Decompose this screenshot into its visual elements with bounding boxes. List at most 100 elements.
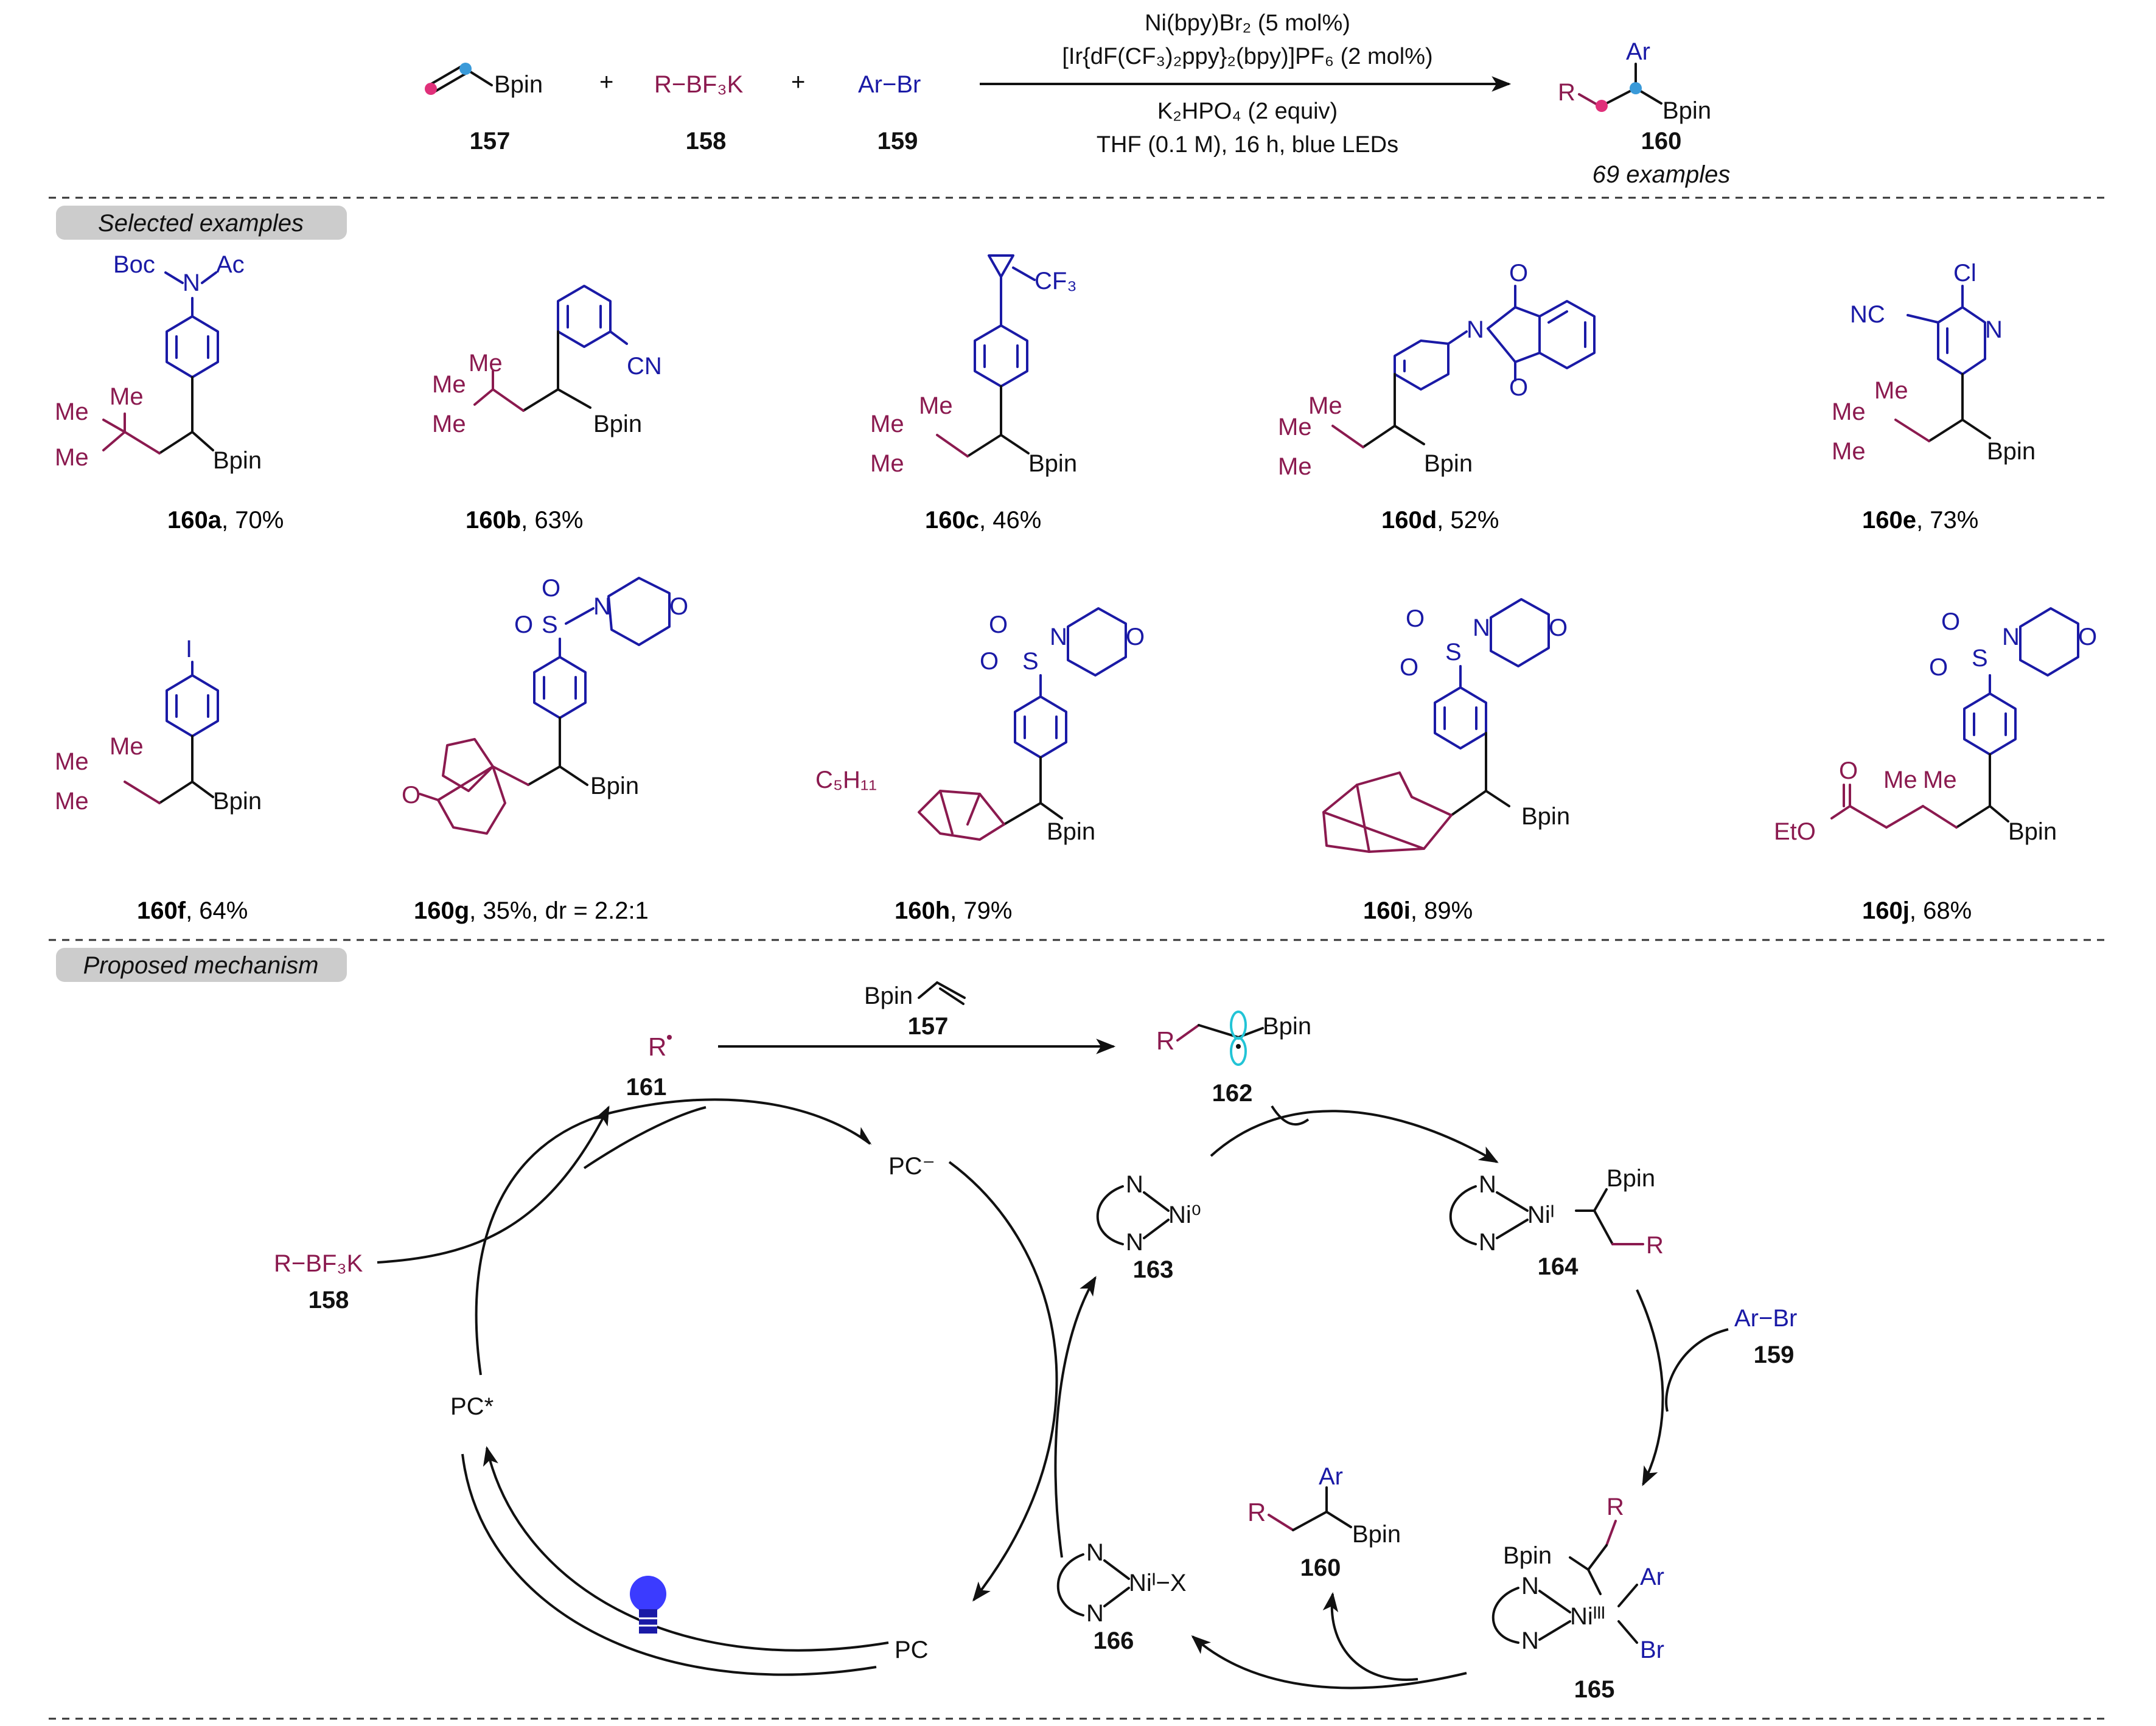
ar-label: Ar	[1626, 38, 1650, 65]
compound-id: 160a	[167, 507, 222, 534]
example-caption: 160j, 68%	[1862, 897, 1972, 924]
morpholine-nitrogen-label: N	[2002, 624, 2020, 650]
compound-number: 157	[908, 1013, 949, 1040]
excitation-arc	[483, 1446, 889, 1652]
nitrogen-label: N	[1126, 1229, 1143, 1256]
morpholine-ring	[1490, 598, 1550, 667]
nitrogen-label: N	[1479, 1171, 1496, 1198]
ac-label: Ac	[216, 251, 245, 278]
morpholine-oxygen-label: O	[669, 593, 688, 620]
example-caption: 160i, 89%	[1363, 897, 1473, 924]
methyl-label: Me	[55, 398, 89, 425]
p-orbital-lower	[1230, 1037, 1247, 1066]
aryl-bromide-formula: Ar−Br	[858, 71, 921, 98]
section-header-pill	[56, 206, 347, 240]
oxidative-addition-arrow	[1636, 1289, 1664, 1486]
bpin-label: Bpin	[593, 411, 642, 437]
sulfonyl-oxygen-label: O	[1406, 605, 1425, 632]
alkyl-radical-162: R Bpin 162	[1156, 1011, 1311, 1107]
methyl-label: Me	[870, 411, 904, 437]
radical-entry-arc	[1271, 1105, 1310, 1126]
methyl-label: Me	[1308, 392, 1342, 419]
compound-number: 165	[1574, 1676, 1615, 1703]
alkyl-radical-label: R	[648, 1032, 666, 1061]
ni-i-complex-164: N N Niᴵ Bpin R 164	[1449, 1165, 1664, 1280]
cyclopropane-ring	[988, 254, 1014, 278]
radical-capture-arrow	[1210, 1110, 1499, 1163]
compound-number: 163	[1133, 1256, 1174, 1283]
benzene-ring	[1963, 692, 2017, 756]
section-header-pill	[56, 948, 347, 982]
methyl-label: Me	[1832, 438, 1866, 465]
example-160h: O S O N O C₅H₁₁ Bpin 160h, 79%	[815, 607, 1145, 924]
ethoxy-label: EtO	[1774, 818, 1816, 845]
bpin-label: Bpin	[1987, 438, 2036, 465]
morpholine-nitrogen-label: N	[1050, 624, 1067, 650]
example-caption: 160b, 63%	[466, 507, 583, 534]
reduced-photocatalyst-label: PC⁻	[888, 1153, 935, 1180]
methyl-label: Me	[110, 733, 144, 760]
benzene-ring	[974, 324, 1028, 388]
oxygen-label: O	[1509, 260, 1528, 287]
methyl-label: Me	[432, 371, 466, 398]
p-orbital-upper	[1230, 1011, 1247, 1040]
sulfonyl-oxygen-label: O	[1941, 608, 1960, 635]
compound-id: 160e	[1862, 507, 1916, 534]
morpholine-ring	[607, 577, 671, 646]
example-160c: CF₃ Me Me Me Bpin 160c, 46%	[870, 254, 1077, 534]
methyl-label: Me	[1883, 767, 1917, 793]
bpin-label: Bpin	[1662, 97, 1711, 124]
aryl-bromide-entry-arc	[1665, 1328, 1729, 1412]
radical-dot	[1236, 1044, 1241, 1049]
product-160-mechanism: R Ar Bpin 160	[1247, 1463, 1401, 1581]
compound-id: 160f	[137, 897, 186, 924]
selected-examples-header: Selected examples	[98, 210, 304, 237]
imide-ring	[1487, 306, 1541, 363]
compound-id: 160j	[1862, 897, 1910, 924]
methyl-label: Me	[55, 748, 89, 775]
boc-label: Boc	[113, 251, 155, 278]
r-group-label: R	[1646, 1232, 1664, 1259]
nitrogen-label: N	[1126, 1171, 1143, 1198]
bpin-label: Bpin	[1047, 818, 1095, 845]
nitrile-label: NC	[1850, 301, 1885, 328]
ni-i-halide-166: N N Niᴵ−X 166	[1056, 1539, 1187, 1654]
alkene-terminus-marker	[425, 83, 437, 95]
iodo-label: I	[186, 636, 192, 663]
example-160g: O S O N O O Bpin 160g, 35%, dr = 2.2:1	[402, 575, 688, 924]
sulfonyl-oxygen-label: O	[542, 575, 560, 602]
general-reaction: Bpin 157 + R−BF₃K 158 + Ar−Br 159 Ni(bpy…	[425, 10, 1730, 188]
example-caption: 160a, 70%	[167, 507, 284, 534]
morpholine-oxygen-label: O	[1549, 614, 1568, 641]
yield: , 63%	[521, 507, 583, 534]
bpin-label: Bpin	[494, 71, 543, 98]
yield: , 46%	[979, 507, 1041, 534]
nitrile-label: CN	[627, 353, 662, 380]
aryl-bromide-label: Ar−Br	[1734, 1305, 1797, 1332]
example-160i: O S O N O Bpin 160i, 89%	[1322, 598, 1570, 924]
yield: , 73%	[1916, 507, 1978, 534]
yield: , 70%	[222, 507, 284, 534]
r-group-label: R	[1156, 1026, 1174, 1055]
benzene-ring	[1538, 300, 1596, 369]
radical-release-arc	[377, 1105, 610, 1264]
bpin-label: Bpin	[1521, 803, 1570, 830]
pc-reduction-arc	[948, 1161, 1058, 1602]
catalyst-line: Ni(bpy)Br₂ (5 mol%)	[1145, 10, 1350, 36]
alkene-internal-marker	[459, 63, 472, 75]
yield: , 52%	[1437, 507, 1499, 534]
vinyl-bpin-157: Bpin 157	[425, 63, 543, 155]
base-line: K₂HPO₄ (2 equiv)	[1157, 99, 1338, 124]
methyl-label: Me	[1832, 398, 1866, 425]
bpin-label: Bpin	[213, 447, 262, 474]
example-caption: 160e, 73%	[1862, 507, 1978, 534]
methyl-label: Me	[1874, 377, 1908, 404]
nitrogen-label: N	[1467, 316, 1484, 343]
methyl-label: Me	[110, 383, 144, 410]
example-caption: 160c, 46%	[925, 507, 1041, 534]
plus-sign: +	[791, 69, 805, 96]
trifluoroborate-label: R−BF₃K	[274, 1250, 363, 1277]
benzene-ring	[557, 285, 612, 348]
morpholine-ring	[2019, 607, 2079, 677]
sensitization-arc	[475, 1098, 872, 1376]
